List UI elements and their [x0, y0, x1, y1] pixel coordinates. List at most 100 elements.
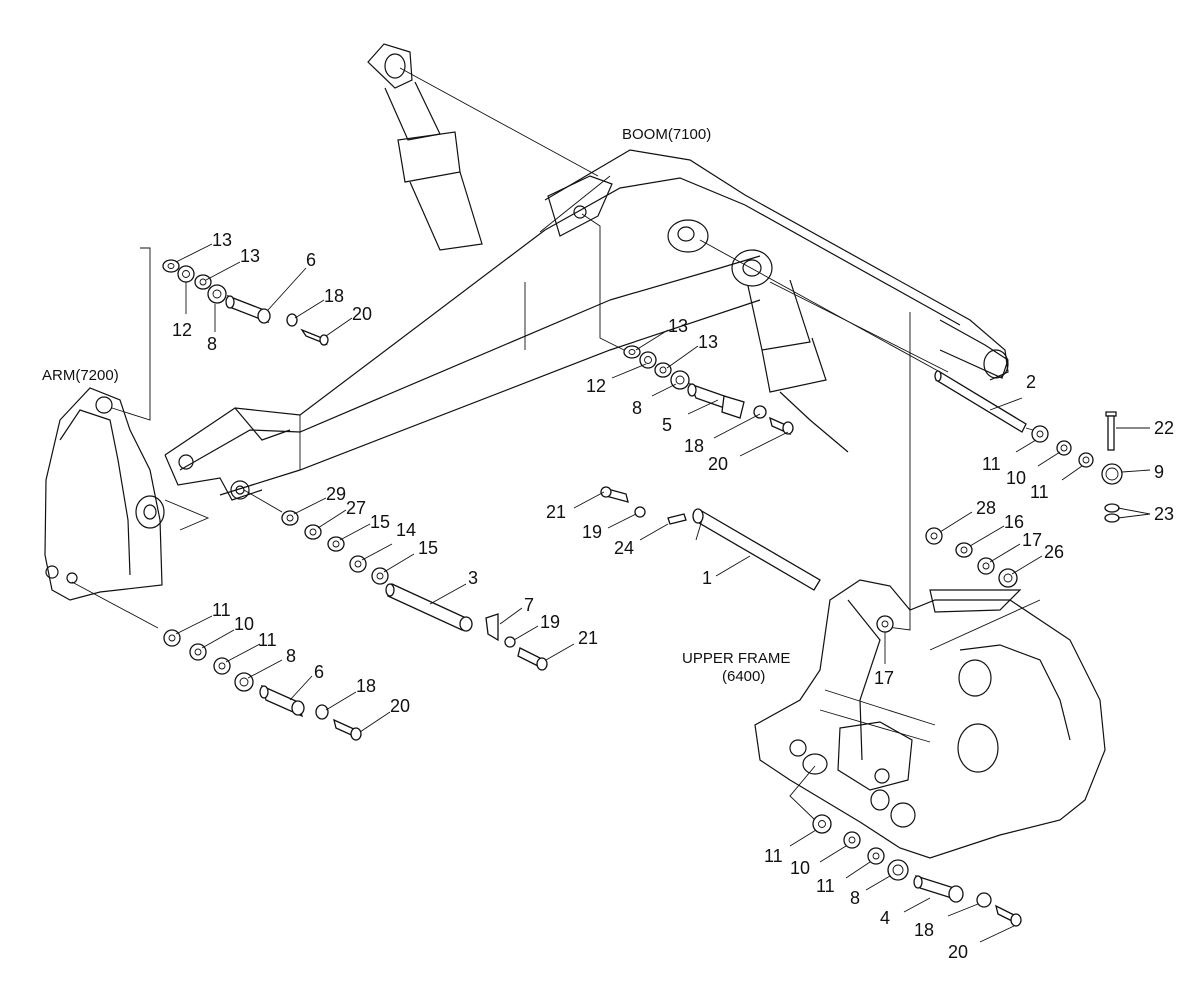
callout-label: 13: [240, 246, 260, 266]
washer-18a: [286, 313, 298, 327]
callout-label: 5: [662, 415, 672, 435]
callout-label: 13: [698, 332, 718, 352]
washer-18b: [753, 405, 767, 419]
callout-label: 18: [356, 676, 376, 696]
pin-24: [667, 513, 687, 525]
callout-label: 20: [948, 942, 968, 962]
callout-label: 13: [212, 230, 232, 250]
callout-label: 11: [764, 846, 783, 866]
pin-5: [687, 382, 745, 419]
bolt-22: [1105, 411, 1117, 451]
callout-label: 15: [370, 512, 390, 532]
washer-8d: [887, 859, 909, 881]
bolt-20a: [300, 328, 329, 346]
callout-label: 10: [234, 614, 254, 634]
callout-label: 10: [1006, 468, 1026, 488]
callout-label: 18: [684, 436, 704, 456]
callout-label: 11: [1030, 482, 1049, 502]
callout-label: 11: [816, 876, 835, 896]
boom-drawing: [44, 43, 1009, 601]
washer-18c: [315, 704, 329, 720]
pin-4: [913, 874, 964, 903]
callout-label: 6: [314, 662, 324, 682]
callout-label: 12: [586, 376, 606, 396]
washer-10b: [189, 643, 207, 661]
callout-label: 13: [668, 316, 688, 336]
arm-title: ARM(7200): [42, 367, 119, 384]
callout-label: 24: [614, 538, 634, 558]
bolt-20c: [333, 718, 362, 741]
nuts-23: [1104, 503, 1120, 523]
boom-title: BOOM(7100): [622, 126, 711, 143]
upper-frame-drawing: [754, 579, 1106, 859]
washer-8c: [234, 672, 254, 692]
washer-26: [998, 568, 1018, 588]
callout-label: 15: [418, 538, 438, 558]
callout-label: 11: [982, 454, 1001, 474]
washer-17a: [977, 557, 995, 575]
callout-label: 27: [346, 498, 366, 518]
callout-label: 3: [468, 568, 478, 588]
bolt-21a: [600, 486, 629, 503]
washer-11d: [213, 657, 231, 675]
pin-1: [692, 508, 821, 591]
callout-label: 16: [1004, 512, 1024, 532]
callout-label: 6: [306, 250, 316, 270]
callout-label: 20: [352, 304, 372, 324]
bolt-20d: [995, 904, 1022, 927]
pin-6b: [259, 684, 305, 718]
callout-label: 22: [1154, 418, 1174, 438]
callout-label: 8: [207, 334, 217, 354]
callout-label: 8: [286, 646, 296, 666]
washer-10a: [1056, 440, 1072, 456]
washer-8b: [670, 370, 690, 390]
callout-label: 2: [1026, 372, 1036, 392]
callout-label: 29: [326, 484, 346, 504]
washer-13b: [194, 274, 212, 290]
collar-9: [1101, 463, 1123, 485]
washer-13a: [162, 259, 180, 273]
callout-label: 20: [390, 696, 410, 716]
callout-label: 18: [914, 920, 934, 940]
callout-label: 19: [540, 612, 560, 632]
callout-label: 19: [582, 522, 602, 542]
washer-11c: [163, 629, 181, 647]
upper-frame-code: (6400): [722, 668, 765, 685]
callout-label: 8: [632, 398, 642, 418]
callout-label: 17: [1022, 530, 1042, 550]
callout-label: 14: [396, 520, 416, 540]
washer-11b: [1078, 452, 1094, 468]
callout-label: 17: [874, 668, 894, 688]
washer-13c: [623, 345, 641, 359]
washer-15a: [327, 536, 345, 552]
callout-label: 18: [324, 286, 344, 306]
parts: [162, 259, 1123, 927]
washer-19b: [504, 636, 516, 648]
washer-11e: [812, 814, 832, 834]
callout-label: 28: [976, 498, 996, 518]
washer-8a: [207, 284, 227, 304]
pin-2: [934, 370, 1027, 433]
washer-16: [955, 542, 973, 558]
upper-frame-title: UPPER FRAME: [682, 650, 790, 667]
lock-pin-7: [485, 613, 499, 642]
callout-label: 26: [1044, 542, 1064, 562]
washer-19a: [634, 506, 646, 518]
washer-18d: [976, 892, 992, 908]
bolt-21b: [517, 647, 548, 671]
washer-17b: [876, 615, 894, 633]
callout-label: 11: [212, 600, 231, 620]
washer-28: [925, 527, 943, 545]
callout-label: 21: [578, 628, 598, 648]
callout-label: 23: [1154, 504, 1174, 524]
washer-11a: [1031, 425, 1049, 443]
callout-label: 21: [546, 502, 566, 522]
callout-label: 1: [702, 568, 712, 588]
callout-label: 10: [790, 858, 810, 878]
washer-29: [281, 510, 299, 526]
callout-label: 8: [850, 888, 860, 908]
leader-lines: [71, 67, 1041, 821]
washer-13d: [654, 362, 672, 378]
washer-27: [304, 524, 322, 540]
